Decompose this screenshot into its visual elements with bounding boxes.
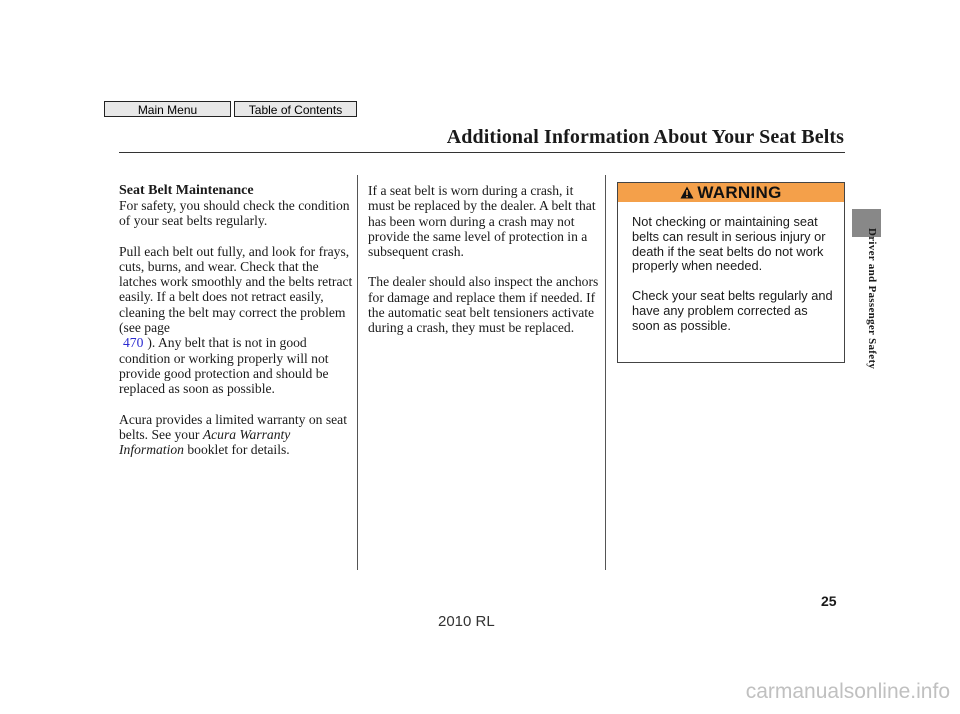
column-divider	[605, 175, 606, 570]
watermark: carmanualsonline.info	[745, 680, 950, 703]
model-label: 2010 RL	[438, 613, 495, 630]
warning-header: WARNING	[618, 183, 844, 202]
column-middle: If a seat belt is worn during a crash, i…	[368, 183, 602, 351]
warning-box: WARNING Not checking or maintaining seat…	[617, 182, 845, 363]
page-reference-link[interactable]: 470	[123, 335, 144, 351]
section-side-label: Driver and Passenger Safety	[866, 228, 878, 370]
warning-body: Not checking or maintaining seat belts c…	[618, 202, 844, 334]
column-divider	[357, 175, 358, 570]
paragraph: For safety, you should check the conditi…	[119, 198, 350, 229]
paragraph: If a seat belt is worn during a crash, i…	[368, 183, 596, 260]
warning-label: WARNING	[697, 182, 782, 202]
column-left: Seat Belt Maintenance For safety, you sh…	[119, 183, 355, 472]
paragraph: The dealer should also inspect the ancho…	[368, 274, 599, 336]
title-divider	[119, 152, 845, 153]
main-menu-button[interactable]: Main Menu	[104, 101, 231, 117]
paragraph: Acura provides a limited warranty on sea…	[119, 412, 355, 458]
page-number: 25	[821, 593, 837, 609]
page-title: Additional Information About Your Seat B…	[446, 126, 844, 148]
booklet-title: Acura Warranty Information	[119, 426, 291, 458]
section-tab-marker	[852, 209, 881, 237]
paragraph-text: booklet for details.	[187, 442, 290, 458]
paragraph-text: Acura provides a limited warranty on sea…	[119, 411, 347, 442]
warning-text: Not checking or maintaining seat belts c…	[632, 214, 826, 274]
warning-text: Check your seat belts regularly and have…	[632, 288, 833, 333]
paragraph: Pull each belt out fully, and look for f…	[119, 244, 355, 397]
warning-triangle-icon	[680, 186, 694, 199]
table-of-contents-button[interactable]: Table of Contents	[234, 101, 357, 117]
paragraph-text: ). Any belt that is not in good conditio…	[119, 335, 329, 397]
paragraph-text: Pull each belt out fully, and look for f…	[119, 243, 353, 336]
section-heading: Seat Belt Maintenance	[119, 183, 254, 198]
